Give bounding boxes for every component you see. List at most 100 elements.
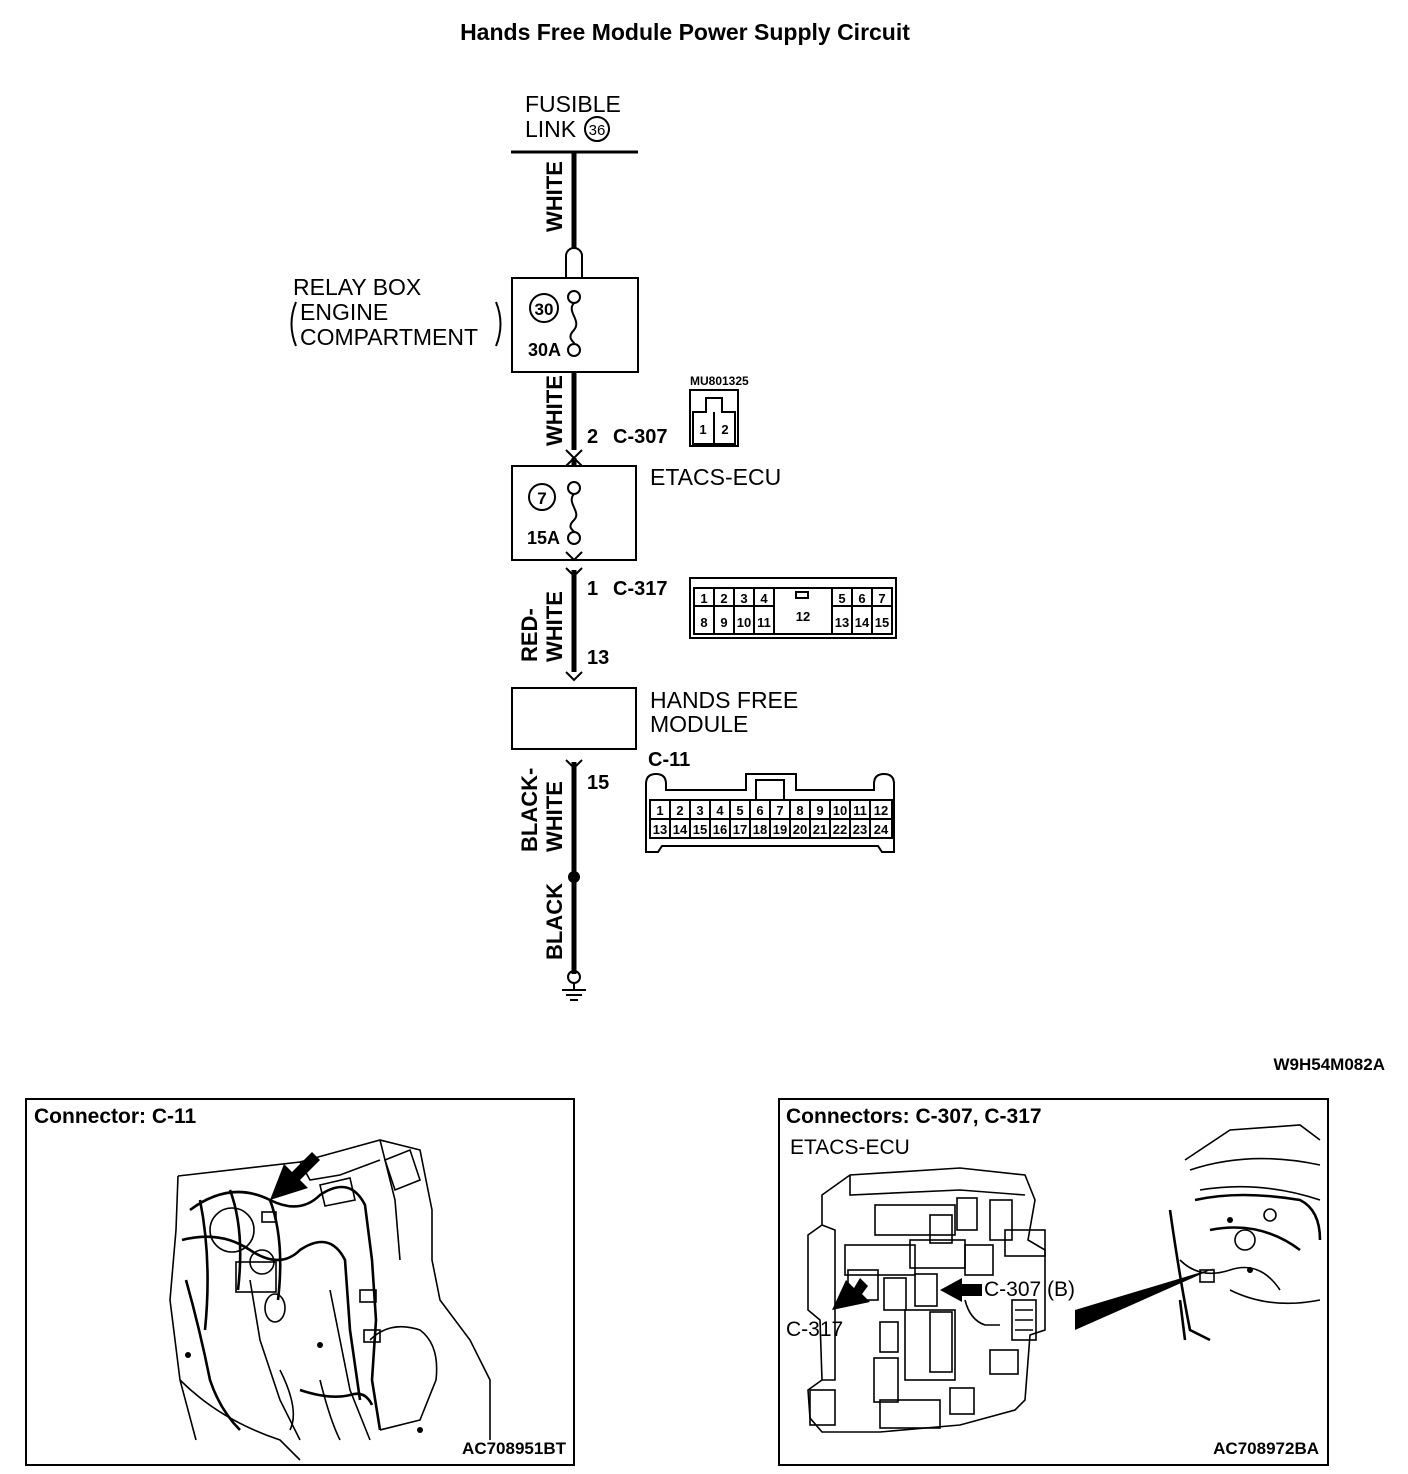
c317-pin-15: 15: [875, 615, 889, 630]
relay-fuse-number: 30: [535, 300, 554, 319]
relay-fuse-rating: 30A: [528, 340, 561, 360]
relay-fuse-terminal-bottom: [567, 343, 581, 357]
c307-part-number: MU801325: [690, 374, 749, 388]
c11-pin-7: 7: [776, 803, 783, 818]
c11-pin-1: 1: [656, 803, 663, 818]
c11-pin-16: 16: [713, 822, 727, 837]
c11-pin-17: 17: [733, 822, 747, 837]
c11-pin-19: 19: [773, 822, 787, 837]
c307-name: C-307: [613, 426, 667, 448]
splice-point: [568, 871, 580, 883]
c11-name: C-11: [648, 749, 690, 771]
etacs-location-leader: [1075, 1268, 1215, 1330]
wire-label-black-white-1: BLACK-: [517, 768, 542, 852]
fusible-link-label-2: LINK: [525, 116, 577, 142]
page-title: Hands Free Module Power Supply Circuit: [460, 19, 910, 45]
c11-pin-12: 12: [874, 803, 888, 818]
c317-pin-10: 10: [737, 615, 751, 630]
etacs-fuse-terminal-bottom: [567, 531, 581, 545]
c317-pin-5: 5: [838, 591, 845, 606]
c317-pin-11: 11: [757, 615, 771, 630]
c307-location-label: C-307 (B): [984, 1278, 1075, 1301]
panel-right-title: Connectors: C-307, C-317: [786, 1105, 1042, 1128]
hands-free-plug-mark: [565, 671, 583, 682]
relay-bracket-right: [495, 301, 502, 347]
fusible-link-number: 36: [589, 122, 606, 139]
fusible-link-label-1: FUSIBLE: [525, 91, 621, 117]
c317-pin-8: 8: [700, 615, 707, 630]
relay-fuse-number-circle: [529, 293, 559, 323]
c11-pin-21: 21: [813, 822, 827, 837]
panel-left-title: Connector: C-11: [34, 1105, 197, 1128]
panel-connector-c11: [25, 1098, 575, 1466]
panel-right-subtitle: ETACS-ECU: [790, 1136, 910, 1159]
c307-connector-key: [692, 397, 736, 445]
c11-pin-15: 15: [693, 822, 707, 837]
c317-socket-mark: [565, 551, 583, 562]
wire-label-black-white-2: WHITE: [542, 781, 567, 852]
relay-box-label-3: COMPARTMENT: [300, 324, 478, 350]
c317-pin-3: 3: [740, 591, 747, 606]
c317-name: C-317: [613, 578, 667, 600]
c11-pin-2: 2: [676, 803, 683, 818]
relay-box-label-2: ENGINE: [300, 299, 388, 325]
panel-connectors-c307-c317: [778, 1098, 1329, 1466]
c317-pin-9: 9: [720, 615, 727, 630]
c11-pin-24: 24: [874, 822, 889, 837]
hands-free-label-1: HANDS FREE: [650, 687, 798, 713]
fusible-link-number-circle: [584, 116, 610, 142]
hands-free-module-box: [511, 687, 637, 750]
panel-right-code: AC708972BA: [1213, 1439, 1319, 1458]
c317-location-label: C-317: [786, 1318, 843, 1341]
etacs-fuse-number-circle: [528, 483, 556, 511]
etacs-ecu-label: ETACS-ECU: [650, 464, 781, 490]
c317-location-arrow-icon: [832, 1278, 870, 1310]
etacs-fuse-element: [569, 493, 578, 533]
hands-free-label-2: MODULE: [650, 711, 748, 737]
c317-pin-13: 13: [835, 615, 849, 630]
c307-location-arrow-icon: [940, 1278, 982, 1302]
relay-box-label-1: RELAY BOX: [293, 274, 421, 300]
c317-pin-14: 14: [855, 615, 870, 630]
c317-pin-12: 12: [796, 609, 810, 624]
c317-connector-face: [689, 577, 897, 639]
c11-pin-10: 10: [833, 803, 847, 818]
c11-pin-8: 8: [796, 803, 803, 818]
c11-pin-labels: 1 2 3 4 5 6 7 8 9 10 11 12 13 14 15 16 1…: [653, 803, 889, 837]
c11-pin-18: 18: [753, 822, 767, 837]
c11-pin-20: 20: [793, 822, 807, 837]
wire-label-white-top: WHITE: [542, 161, 567, 232]
diagram-code: W9H54M082A: [1274, 1055, 1386, 1074]
c317-pin-2: 2: [720, 591, 727, 606]
c317-pin-1: 1: [700, 591, 707, 606]
c11-pin-6: 6: [756, 803, 763, 818]
wire-label-red-white-2: WHITE: [542, 591, 567, 662]
c11-location-arrow-icon: [270, 1152, 320, 1200]
c11-pin-13: 13: [653, 822, 667, 837]
etacs-fuse-rating: 15A: [527, 528, 560, 548]
c307-pin-2: 2: [721, 422, 728, 437]
c11-pin-3: 3: [696, 803, 703, 818]
c317-pin-7: 7: [878, 591, 885, 606]
c317-pin-top: 1: [587, 578, 598, 600]
c317-pin-4: 4: [760, 591, 768, 606]
ground-symbol: [562, 983, 586, 1001]
relay-bracket-left: [290, 301, 297, 347]
panel-left-code: AC708951BT: [462, 1439, 567, 1458]
c11-pin-5: 5: [736, 803, 743, 818]
c11-pin-23: 23: [853, 822, 867, 837]
relay-fuse-element: [569, 302, 578, 344]
c11-pin-9: 9: [816, 803, 823, 818]
c307-pin-number: 2: [587, 426, 598, 448]
wire-label-black: BLACK: [542, 883, 567, 960]
c11-pin-14: 14: [673, 822, 688, 837]
dashboard-illustration: [169, 1139, 491, 1461]
etacs-fuse-number: 7: [537, 489, 546, 508]
c11-pin-11: 11: [853, 803, 867, 818]
c317-pin-6: 6: [858, 591, 865, 606]
c317-pin-bottom: 13: [587, 647, 609, 669]
c11-connector-face: [645, 772, 895, 853]
wire-label-red-white-1: RED-: [517, 608, 542, 662]
c11-pin-number: 15: [587, 772, 609, 794]
